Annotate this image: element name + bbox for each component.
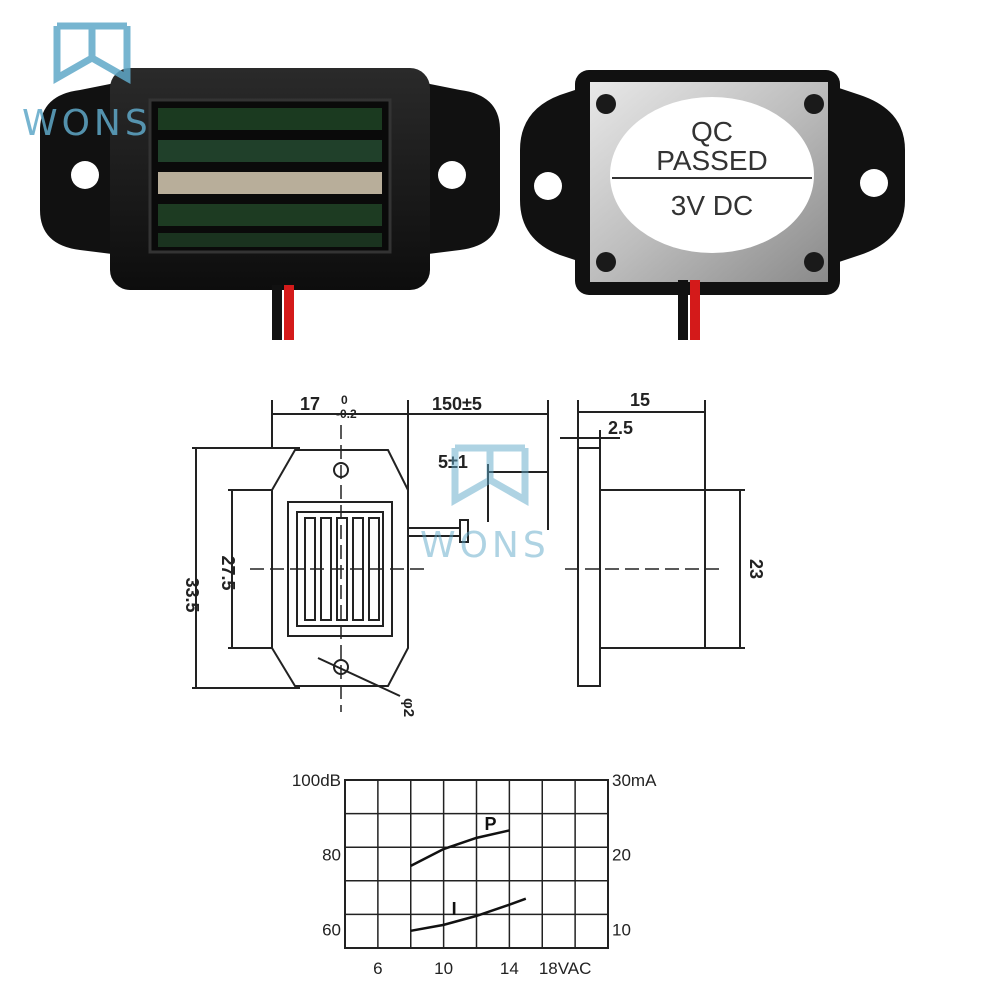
- screw-bottom-right: [804, 252, 824, 272]
- watermark-center: WONS: [420, 440, 590, 570]
- series-label-i: I: [452, 899, 457, 919]
- back-black-wire: [678, 280, 688, 340]
- front-black-wire: [272, 285, 282, 340]
- lead-length-label: 150±5: [432, 394, 482, 414]
- wons-logo-icon-center: [451, 444, 529, 507]
- x-tick-label: 18VAC: [539, 959, 592, 978]
- grille-slot-5: [158, 233, 382, 247]
- front-right-hole: [438, 161, 466, 189]
- width-tol-lower: -0.2: [336, 407, 357, 421]
- series-line-i: [410, 897, 527, 933]
- buzzer-back-photo: QC PASSED 3V DC: [520, 70, 905, 340]
- screw-bottom-left: [596, 252, 616, 272]
- watermark-top-left: WONS: [22, 18, 192, 148]
- front-view-outline: [271, 449, 409, 687]
- y-left-tick-label: 60: [322, 920, 341, 939]
- front-red-wire: [284, 285, 294, 340]
- series-label-p: P: [485, 814, 497, 834]
- screw-top-left: [596, 94, 616, 114]
- back-right-hole: [860, 169, 888, 197]
- y-left-tick-label: 80: [322, 846, 341, 865]
- width-label: 17: [300, 394, 320, 414]
- overall-height-label: 33.5: [182, 577, 202, 612]
- flange-label: 2.5: [608, 418, 633, 438]
- y-right-tick-label: 20: [612, 846, 631, 865]
- hole-leader-line: [317, 657, 401, 697]
- sticker-passed: PASSED: [656, 145, 768, 176]
- y-right-tick-label: 10: [612, 920, 631, 939]
- lead-end: [459, 519, 469, 543]
- grille-slot-1: [158, 108, 382, 130]
- front-left-hole: [71, 161, 99, 189]
- back-red-wire: [690, 280, 700, 340]
- back-left-hole: [534, 172, 562, 200]
- y-left-tick-label: 100dB: [292, 771, 341, 790]
- y-right-tick-label: 30mA: [612, 771, 657, 790]
- buzzer-front-photo: [40, 68, 500, 340]
- watermark-text: WONS: [22, 103, 152, 144]
- grille-slot-4: [158, 204, 382, 226]
- dimension-drawing: 17 0 -0.2 150±5 5±1 15 2.5 33.5 27.5 23 …: [182, 390, 766, 717]
- sticker-voltage: 3V DC: [671, 190, 753, 221]
- x-tick-label: 6: [373, 959, 382, 978]
- grille-slot-3: [158, 172, 382, 194]
- width-tol-upper: 0: [341, 393, 348, 407]
- wons-logo-icon: [53, 22, 131, 85]
- hole-dia-label: φ2: [400, 698, 417, 717]
- product-photos: QC PASSED 3V DC: [40, 68, 905, 340]
- body-height-label: 27.5: [218, 555, 238, 590]
- grille-slot-2: [158, 140, 382, 162]
- series-line-p: [410, 829, 510, 867]
- screw-top-right: [804, 94, 824, 114]
- chart-labels: 6 10 14 18VAC 100dB 80 60 30mA 20 10: [292, 771, 657, 978]
- sticker-qc: QC: [691, 116, 733, 147]
- watermark-text-center: WONS: [420, 525, 550, 566]
- x-tick-label: 10: [434, 959, 453, 978]
- qc-sticker: [610, 97, 814, 253]
- depth-label: 15: [630, 390, 650, 410]
- x-tick-label: 14: [500, 959, 519, 978]
- side-height-label: 23: [746, 559, 766, 579]
- chart-grid: [344, 779, 609, 949]
- chart-series: PI: [410, 814, 527, 933]
